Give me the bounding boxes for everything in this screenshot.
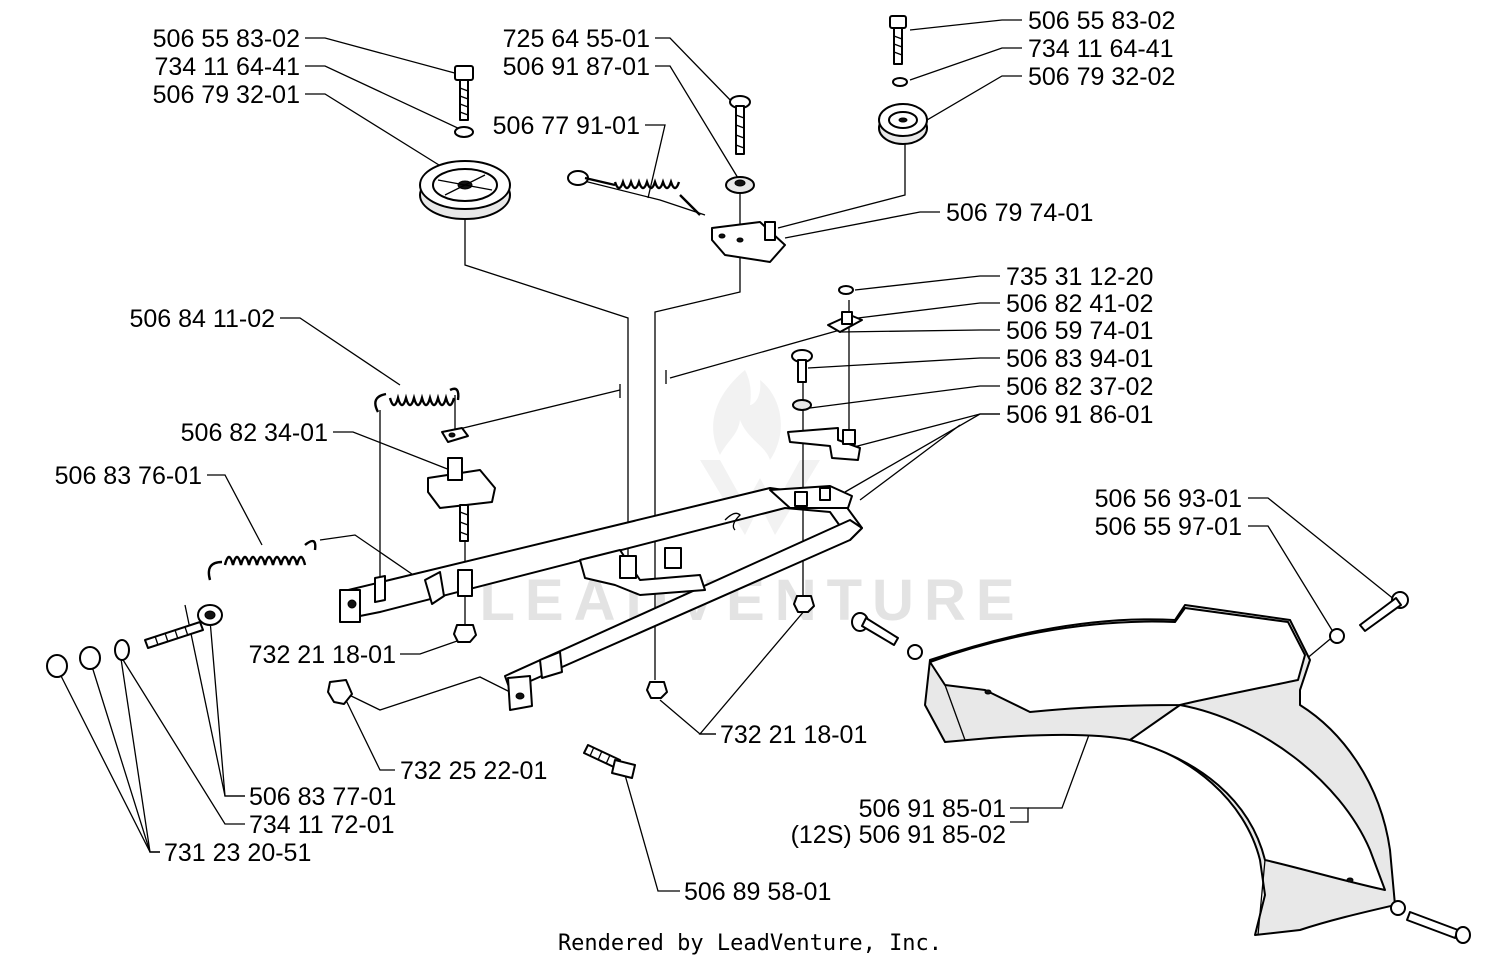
callout-label: 506 83 77-01 bbox=[249, 783, 396, 811]
callout-labels: 506 55 83-02 734 11 64-41 506 79 32-01 7… bbox=[55, 7, 1242, 906]
callout-label: 506 55 97-01 bbox=[1095, 513, 1242, 541]
callout-label: 732 25 22-01 bbox=[400, 757, 547, 785]
main-frame bbox=[339, 485, 863, 711]
frame-nuts bbox=[327, 595, 815, 705]
plate-left bbox=[427, 457, 496, 542]
callout-label: 506 91 87-01 bbox=[503, 53, 650, 81]
callout-label: 506 91 86-01 bbox=[1006, 401, 1153, 429]
spring-left-bottom bbox=[207, 539, 317, 581]
callout-label: 506 91 85-01 bbox=[859, 795, 1006, 823]
spring-top bbox=[567, 170, 701, 216]
pulley-left bbox=[419, 65, 511, 220]
callout-label: 506 82 34-01 bbox=[181, 419, 328, 447]
guard-hardware bbox=[851, 591, 1471, 944]
callout-label: 506 59 74-01 bbox=[1006, 317, 1153, 345]
callout-label: 731 23 20-51 bbox=[164, 839, 311, 867]
callout-label: 506 77 91-01 bbox=[493, 112, 640, 140]
callout-label: 506 82 37-02 bbox=[1006, 373, 1153, 401]
callout-label: 506 56 93-01 bbox=[1095, 485, 1242, 513]
eyebolt-hardware bbox=[46, 604, 223, 678]
callout-label: 506 83 94-01 bbox=[1006, 345, 1153, 373]
right-hardware-stack bbox=[787, 285, 863, 461]
idler-bracket bbox=[711, 95, 786, 263]
callout-label: 732 21 18-01 bbox=[720, 721, 867, 749]
callout-label: 734 11 64-41 bbox=[1028, 35, 1174, 63]
parts-artwork bbox=[46, 15, 1471, 944]
callout-label: 506 79 32-02 bbox=[1028, 63, 1175, 91]
frame-bolt bbox=[583, 744, 636, 779]
pulley-right bbox=[878, 15, 928, 145]
callout-label: 506 89 58-01 bbox=[684, 878, 831, 906]
callout-label: 725 64 55-01 bbox=[503, 25, 650, 53]
callout-label: 734 11 72-01 bbox=[249, 811, 395, 839]
belt-guard bbox=[924, 604, 1396, 936]
callout-label: 506 79 32-01 bbox=[153, 81, 300, 109]
footer-credit: Rendered by LeadVenture, Inc. bbox=[558, 931, 942, 956]
callout-label: 732 21 18-01 bbox=[249, 641, 396, 669]
callout-label: 506 83 76-01 bbox=[55, 462, 202, 490]
callout-label: 506 55 83-02 bbox=[153, 25, 300, 53]
callout-label: 734 11 64-41 bbox=[155, 53, 301, 81]
callout-label: 506 82 41-02 bbox=[1006, 290, 1153, 318]
callout-label: (12S) 506 91 85-02 bbox=[791, 821, 1006, 849]
spring-left-top bbox=[374, 387, 469, 443]
callout-label: 506 79 74-01 bbox=[946, 199, 1093, 227]
callout-label: 735 31 12-20 bbox=[1006, 263, 1153, 291]
callout-label: 506 55 83-02 bbox=[1028, 7, 1175, 35]
callout-label: 506 84 11-02 bbox=[130, 305, 276, 333]
